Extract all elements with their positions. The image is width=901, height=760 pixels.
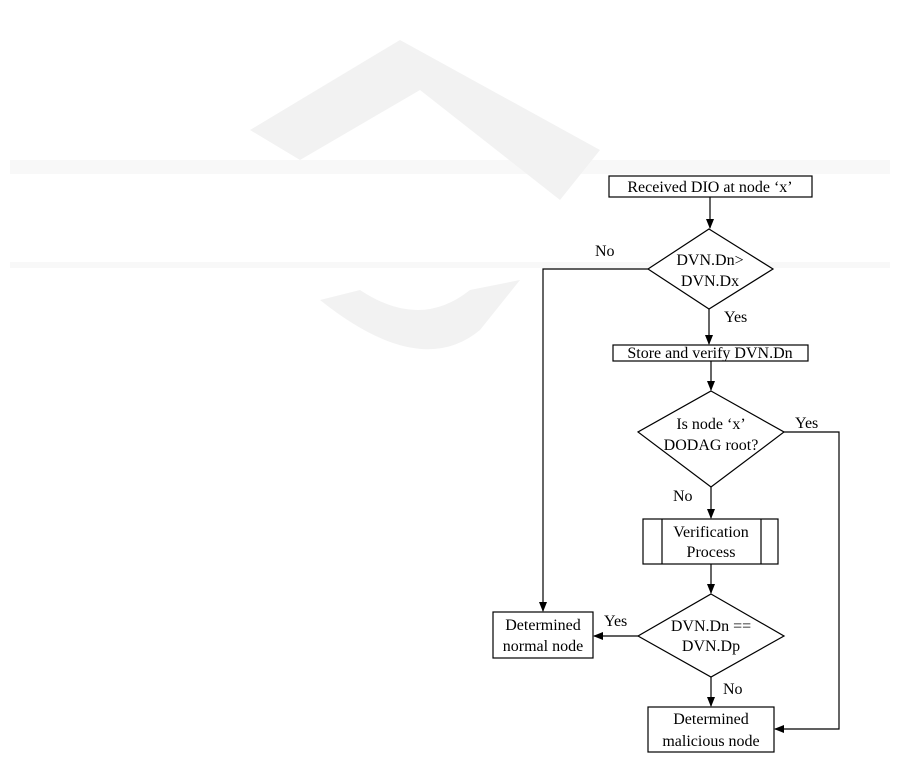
label-d1-yes: Yes: [724, 309, 747, 326]
label-d1-no: No: [595, 243, 615, 260]
arrow-d1-no: [539, 268, 648, 612]
arrow-d2-yes: [774, 431, 840, 733]
normal-node-box: [492, 611, 594, 659]
normal-line1: Determined: [505, 617, 581, 634]
malicious-line1: Determined: [673, 711, 749, 728]
label-d3-no: No: [723, 681, 743, 698]
start-label: Received DIO at node ‘x’: [627, 179, 792, 196]
decision1-line1: DVN.Dn>: [676, 252, 743, 269]
decision2-line2: DODAG root?: [664, 437, 759, 454]
label-d2-yes: Yes: [795, 415, 818, 432]
decision3-line2: DVN.Dp: [682, 638, 740, 655]
label-d3-yes: Yes: [604, 613, 627, 630]
decision3-diamond: [636, 593, 786, 678]
watermark-logo: [10, 40, 890, 350]
decision1-line2: DVN.Dx: [681, 273, 739, 290]
store-label: Store and verify DVN.Dn: [627, 345, 792, 362]
decision3-line1: DVN.Dn ==: [671, 618, 751, 635]
verification-box: [642, 518, 779, 565]
normal-line2: normal node: [503, 638, 583, 655]
malicious-node-box: [647, 706, 775, 753]
decision2-line1: Is node ‘x’: [676, 416, 745, 433]
decision1-diamond: [646, 228, 775, 310]
malicious-line2: malicious node: [662, 733, 759, 750]
verification-line2: Process: [687, 544, 736, 561]
label-d2-no: No: [673, 488, 693, 505]
verification-line1: Verification: [673, 524, 749, 541]
